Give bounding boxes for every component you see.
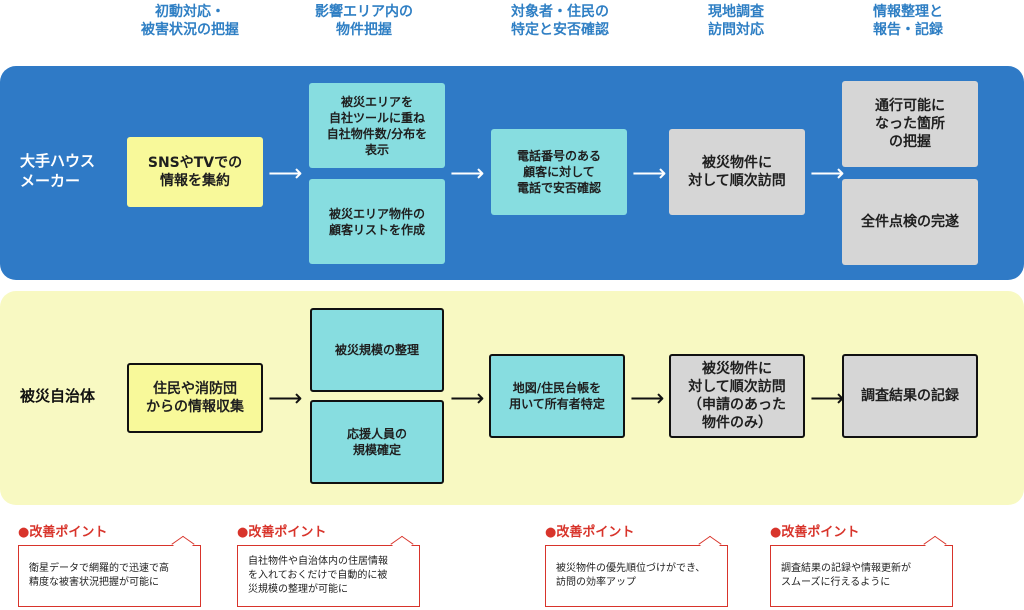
phase-header-4: 現地調査 訪問対応 bbox=[708, 4, 764, 38]
improvement-point-bubble: 調査結果の記録や情報更新が スムーズに行えるように bbox=[770, 545, 953, 607]
row-label-municipality: 被災自治体 bbox=[20, 387, 96, 405]
improvement-point-bubble: 自社物件や自治体内の住居情報 を入れておくだけで自動的に被 災規模の整理が可能に bbox=[237, 545, 420, 607]
flow-box-overlay-area: 被災エリアを 自社ツールに重ね 自社物件数/分布を 表示 bbox=[309, 83, 445, 168]
improvement-point-text: 衛星データで網羅的で迅速で高 精度な被害状況把握が可能に bbox=[29, 563, 169, 588]
arrow-icon: ⟶ bbox=[632, 159, 667, 187]
flow-box-complete-inspection: 全件点検の完遂 bbox=[842, 179, 978, 265]
improvement-point-text: 調査結果の記録や情報更新が スムーズに行えるように bbox=[781, 563, 911, 588]
flow-box-collect-info: SNSやTVでの 情報を集約 bbox=[127, 137, 263, 207]
flow-box-customer-list: 被災エリア物件の 顧客リストを作成 bbox=[309, 179, 445, 264]
improvement-point-text: 自社物件や自治体内の住居情報 を入れておくだけで自動的に被 災規模の整理が可能に bbox=[248, 556, 388, 595]
flow-box-passable-areas: 通行可能に なった箇所 の把握 bbox=[842, 81, 978, 167]
arrow-icon: ⟶ bbox=[268, 159, 303, 187]
phase-header-3: 対象者・住民の 特定と安否確認 bbox=[511, 4, 609, 38]
phase-header-5: 情報整理と 報告・記録 bbox=[873, 4, 943, 38]
arrow-icon: ⟶ bbox=[450, 159, 485, 187]
improvement-point-title: ●改善ポイント bbox=[545, 525, 635, 540]
flow-box-visit-applicants: 被災物件に 対して順次訪問 （申請のあった 物件のみ） bbox=[669, 354, 805, 438]
improvement-point-text: 被災物件の優先順位づけができ、 訪問の効率アップ bbox=[556, 563, 706, 588]
phase-header-2: 影響エリア内の 物件把握 bbox=[315, 4, 413, 38]
phase-header-1: 初動対応・ 被害状況の把握 bbox=[141, 4, 239, 38]
improvement-point-title: ●改善ポイント bbox=[18, 525, 108, 540]
flow-box-record-results: 調査結果の記録 bbox=[842, 354, 978, 438]
flow-box-identify-owner: 地図/住民台帳を 用いて所有者特定 bbox=[489, 354, 625, 438]
arrow-icon: ⟶ bbox=[268, 384, 303, 412]
row-label-housing-maker: 大手ハウス メーカー bbox=[20, 152, 96, 190]
flow-box-damage-scale: 被災規模の整理 bbox=[310, 308, 444, 392]
flow-box-support-staff: 応援人員の 規模確定 bbox=[310, 400, 444, 484]
improvement-point-bubble: 衛星データで網羅的で迅速で高 精度な被害状況把握が可能に bbox=[18, 545, 201, 607]
arrow-icon: ⟶ bbox=[810, 384, 845, 412]
flow-box-sequential-visit: 被災物件に 対して順次訪問 bbox=[669, 129, 805, 215]
flow-box-resident-info: 住民や消防団 からの情報収集 bbox=[127, 363, 263, 433]
improvement-point-title: ●改善ポイント bbox=[237, 525, 327, 540]
improvement-point-bubble: 被災物件の優先順位づけができ、 訪問の効率アップ bbox=[545, 545, 728, 607]
flow-box-phone-check: 電話番号のある 顧客に対して 電話で安否確認 bbox=[491, 129, 627, 215]
improvement-point-title: ●改善ポイント bbox=[770, 525, 860, 540]
arrow-icon: ⟶ bbox=[630, 384, 665, 412]
arrow-icon: ⟶ bbox=[810, 159, 845, 187]
arrow-icon: ⟶ bbox=[450, 384, 485, 412]
